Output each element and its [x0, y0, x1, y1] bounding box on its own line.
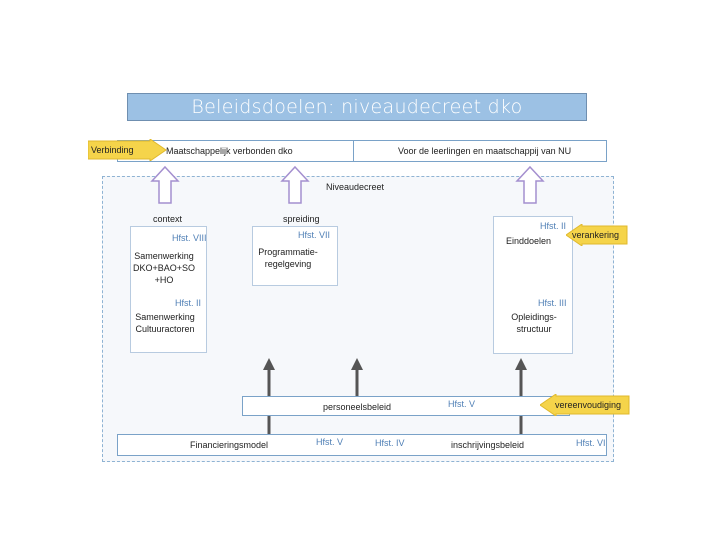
verbinding-arrow-icon — [88, 139, 167, 161]
top-left-label: Maatschappelijk verbonden dko — [166, 146, 293, 156]
verbinding-label: Verbinding — [91, 145, 134, 155]
opleidingsstructuur-chapter: Hfst. III — [538, 298, 567, 308]
up-arrow-icon-left — [150, 165, 180, 204]
programmatie-label: Programmatie-regelgeving — [258, 247, 318, 269]
samenwerking-2-label: Samenwerking Cultuuractoren — [135, 312, 195, 334]
spreiding-label: spreiding — [283, 214, 320, 224]
top-row-box-right — [353, 140, 607, 162]
opleidingsstructuur-label: Opleidings-structuur — [511, 312, 557, 334]
dark-up-arrow-icon-middle — [351, 358, 363, 400]
samenwerking-1-chapter: Hfst. VIII — [172, 233, 207, 243]
vereenvoudiging-arrow-icon — [540, 394, 630, 416]
top-right-label: Voor de leerlingen en maatschappij van N… — [398, 146, 572, 156]
personeelsbeleid-label: personeelsbeleid — [323, 402, 392, 412]
inschrijving-label: inschrijvingsbeleid — [451, 440, 525, 450]
vereenvoudiging-label: vereenvoudiging — [555, 400, 622, 410]
einddoelen-label: Einddoelen — [506, 236, 552, 246]
page-title: Beleidsdoelen: niveaudecreet dko — [127, 93, 587, 121]
personeelsbeleid-box — [242, 396, 570, 416]
left-column-box — [130, 226, 207, 353]
samenwerking-2-chapter: Hfst. II — [175, 298, 202, 308]
programmatie-chapter: Hfst. VII — [298, 230, 331, 240]
niveaudecreet-label: Niveaudecreet — [326, 182, 385, 192]
right-column-box — [493, 216, 573, 354]
right-chapter: Hfst. VI — [576, 438, 606, 448]
programmatie-box — [252, 226, 338, 286]
financiering-label: Financieringsmodel — [190, 440, 269, 450]
up-arrow-icon-middle — [280, 165, 310, 204]
up-arrow-icon-right — [515, 165, 545, 204]
mid-chapter: Hfst. IV — [375, 438, 405, 448]
verankering-label: verankering — [572, 230, 620, 240]
context-label: context — [153, 214, 183, 224]
einddoelen-chapter: Hfst. II — [540, 221, 567, 231]
financiering-chapter: Hfst. V — [316, 437, 344, 447]
verankering-arrow-icon — [566, 224, 628, 246]
samenwerking-1-label: Samenwerking DKO+BAO+SO +HO — [132, 251, 196, 285]
bottom-row-box — [117, 434, 607, 456]
personeelsbeleid-chapter: Hfst. V — [448, 399, 476, 409]
